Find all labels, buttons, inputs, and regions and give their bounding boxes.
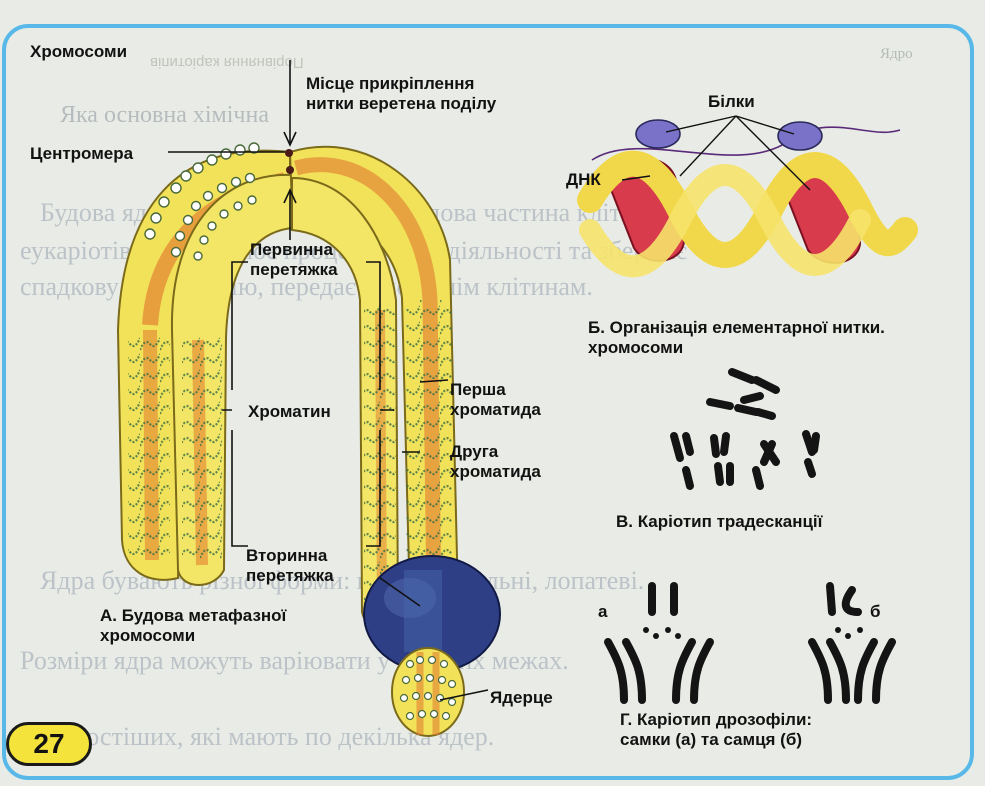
- label-nucleolus: Ядерце: [490, 688, 553, 707]
- label-second-chromatid: Друга хроматида: [450, 442, 541, 481]
- label-primary-constriction: Первинна перетяжка: [250, 240, 338, 279]
- metaphase-chromosome: [116, 142, 501, 737]
- drosophila-female-mark: а: [598, 602, 608, 621]
- leader-lines-a: [168, 60, 489, 701]
- label-spindle-attachment: Місце прикріплення нитки веретена поділу: [306, 74, 497, 113]
- bg-header: Ядро: [880, 46, 913, 62]
- drosophila-dot-chromosomes: [643, 627, 863, 639]
- drosophila-karyotype: [604, 582, 896, 704]
- label-dna: ДНК: [566, 170, 601, 189]
- figure-frame: [2, 24, 974, 780]
- caption-g: Г. Каріотип дрозофіли: самки (а) та самц…: [620, 710, 813, 749]
- caption-b: Б. Організація елементарної нитки. хромо…: [588, 318, 885, 357]
- page-number-badge: 27: [6, 722, 92, 766]
- label-proteins: Білки: [708, 92, 755, 111]
- caption-v: В. Каріотип традесканції: [616, 512, 823, 531]
- drosophila-male-mark: б: [870, 602, 881, 621]
- label-chromosomes: Хромосоми: [30, 42, 128, 61]
- caption-a: А. Будова метафазної хромосоми: [100, 606, 287, 645]
- label-first-chromatid: Перша хроматида: [450, 380, 541, 419]
- bg-question: Яка основна хімічна: [60, 102, 269, 128]
- label-centromere: Центромера: [30, 144, 134, 163]
- label-chromatin: Хроматин: [248, 402, 331, 421]
- dna-nucleosome: [577, 115, 918, 278]
- bg-line: спадкову інформацію, передає її дочірнім…: [20, 272, 593, 301]
- label-secondary-constriction: Вторинна перетяжка: [246, 546, 334, 585]
- tradescantia-karyotype: [670, 368, 820, 490]
